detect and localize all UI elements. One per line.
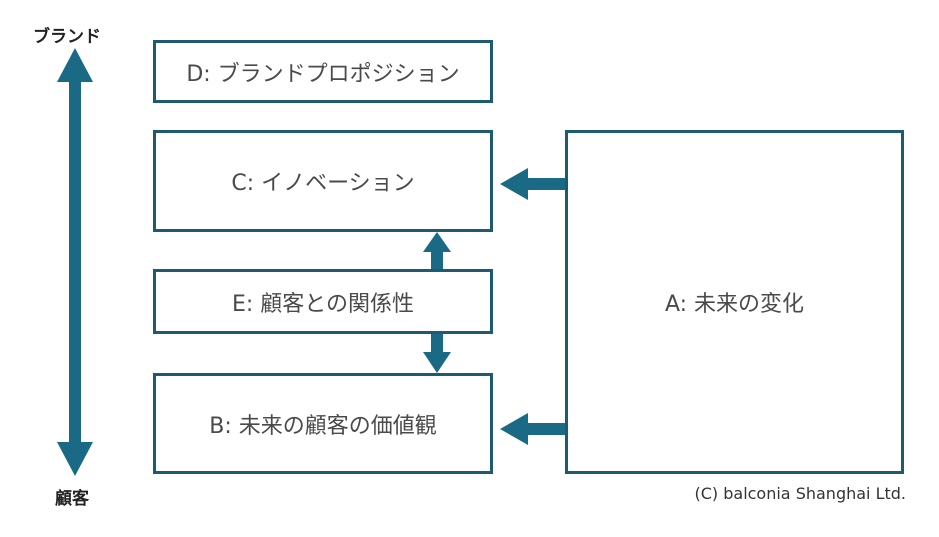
axis-label-brand: ブランド bbox=[33, 27, 101, 47]
box-innovation-label: C: イノベーション bbox=[231, 171, 415, 196]
box-customer-relationship: E: 顧客との関係性 bbox=[153, 269, 493, 334]
relationship-up-arrow bbox=[423, 232, 451, 269]
box-future-customer-values: B: 未来の顧客の価値観 bbox=[153, 373, 493, 474]
box-customer-relationship-label: E: 顧客との関係性 bbox=[231, 291, 415, 317]
box-innovation: C: イノベーション bbox=[153, 130, 493, 232]
box-brand-proposition-label: D: ブランドプロポジション bbox=[186, 61, 460, 87]
relationship-down-arrow bbox=[423, 334, 451, 373]
box-future-change-label: A: 未来の変化 bbox=[664, 292, 805, 317]
box-brand-proposition: D: ブランドプロポジション bbox=[153, 40, 493, 103]
copyright-credit: (C) balconia Shanghai Ltd. bbox=[694, 484, 906, 503]
axis-label-customer: 顧客 bbox=[55, 489, 89, 509]
box-future-customer-values-label: B: 未来の顧客の価値観 bbox=[209, 413, 437, 439]
box-future-change: A: 未来の変化 bbox=[565, 130, 904, 474]
brand-customer-axis-arrow bbox=[57, 48, 93, 476]
